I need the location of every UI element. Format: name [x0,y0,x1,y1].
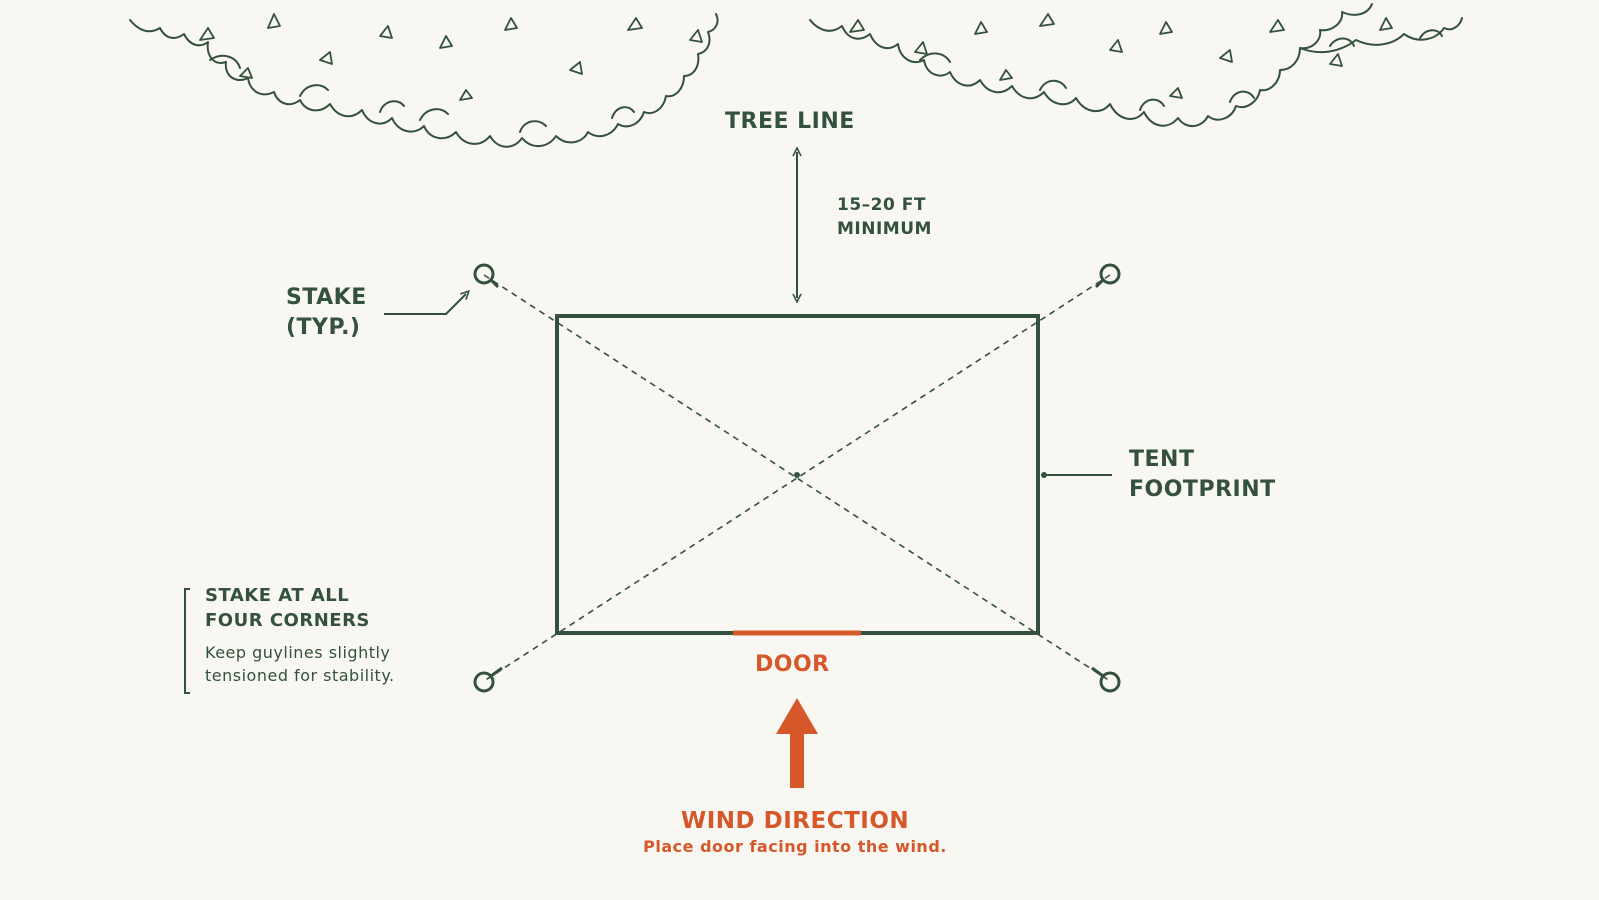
guyline-diagonal-1 [483,274,1111,682]
distance-label: 15–20 FT MINIMUM [837,193,932,241]
stake-ring-icon [1094,263,1121,289]
wind-direction-caption: Place door facing into the wind. [643,837,947,856]
foliage-leaves [199,13,1393,101]
stake-ring-icon [1091,666,1121,693]
guylines [483,274,1111,682]
note-bracket [184,588,190,694]
distance-label-line2: MINIMUM [837,219,932,239]
tree-line-label: TREE LINE [725,109,855,134]
tent-label-line2: FOOTPRINT [1129,477,1276,502]
tree-line-foliage-icon [129,3,1463,148]
stake-label-line1: STAKE [286,285,367,310]
stakes [473,263,1121,693]
door-label: DOOR [755,652,830,677]
tent-footprint-label: TENT FOOTPRINT [1129,445,1276,505]
wind-direction-title: WIND DIRECTION [680,808,910,834]
center-mark [794,472,800,478]
wind-direction-block: WIND DIRECTION Place door facing into th… [565,806,1025,858]
foliage-left-inner [209,54,635,133]
corners-note-body-line2: tensioned for stability. [205,666,395,685]
corners-note-body-line1: Keep guylines slightly [205,643,391,662]
stake-label-line2: (TYP.) [286,315,361,340]
tent-label-line1: TENT [1129,447,1195,472]
stake-ring-icon [473,263,500,289]
corners-note-body: Keep guylines slightly tensioned for sta… [205,641,395,687]
wind-arrow-icon [776,698,818,788]
foliage-left-outline [129,13,719,148]
stake-ring-icon [473,666,503,693]
corners-note-title-line1: STAKE AT ALL [205,585,350,606]
stake-label: STAKE (TYP.) [286,283,367,343]
corners-note: STAKE AT ALL FOUR CORNERS Keep guylines … [205,583,395,687]
stake-leader [384,294,466,315]
distance-label-line1: 15–20 FT [837,195,926,215]
foliage-right-outline [809,3,1463,127]
foliage-right-inner [919,29,1443,111]
guyline-diagonal-2 [483,274,1111,682]
corners-note-title-line2: FOUR CORNERS [205,610,370,631]
